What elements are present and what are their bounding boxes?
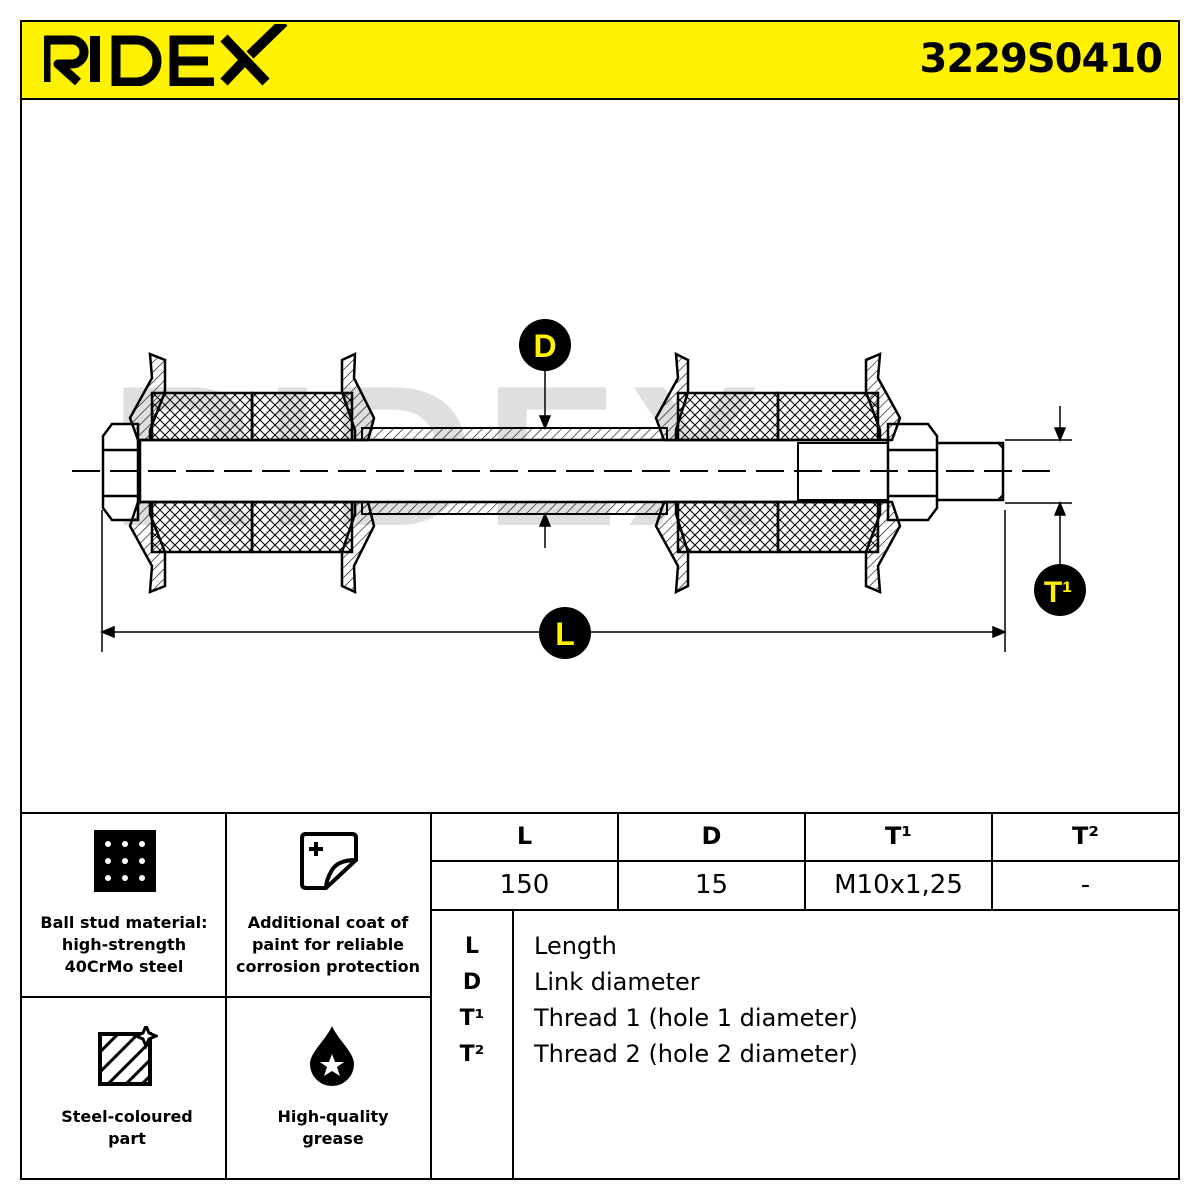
d-dimension xyxy=(538,368,552,548)
legend-text-l: Length xyxy=(534,932,617,960)
spec-header-t2: T² xyxy=(1072,822,1099,850)
legend-text-t2: Thread 2 (hole 2 diameter) xyxy=(534,1040,858,1068)
d-badge-label: D xyxy=(533,328,556,364)
spec-header-d: D xyxy=(701,822,722,850)
rubber-bushings xyxy=(150,391,880,554)
feature-ball-stud-text: Ball stud material: high-strength 40CrMo… xyxy=(40,913,208,976)
spec-header-t1: T¹ xyxy=(885,822,912,850)
feature-steel-coloured-text: Steel-coloured part xyxy=(61,1107,193,1148)
legend-key-l: L xyxy=(464,934,480,959)
legend-key-t2: T² xyxy=(459,1042,485,1067)
part-number: 3229S0410 xyxy=(919,36,1163,82)
cup-washers xyxy=(128,351,902,595)
legend-text-t1: Thread 1 (hole 1 diameter) xyxy=(534,1004,858,1032)
spec-header-l: L xyxy=(516,822,533,850)
legend-key-t1: T¹ xyxy=(459,1006,485,1031)
spec-value-l: 150 xyxy=(499,870,550,900)
grease-drop-icon xyxy=(310,1026,354,1086)
ball-stud-material-icon xyxy=(94,830,156,892)
spec-value-t2: - xyxy=(1080,870,1091,900)
feature-grease-text: High-quality grease xyxy=(277,1107,389,1148)
l-badge xyxy=(539,607,591,659)
t1-dimension xyxy=(1005,406,1072,565)
paint-coat-icon xyxy=(300,832,358,890)
link-diagram: RIDEX xyxy=(72,319,1086,659)
steel-coloured-icon xyxy=(98,1026,158,1086)
spec-value-t1: M10x1,25 xyxy=(834,870,963,900)
sheet-frame xyxy=(20,20,1180,1180)
legend-key-d: D xyxy=(462,970,482,995)
l-badge-label: L xyxy=(555,616,575,652)
t1-badge xyxy=(1034,564,1086,616)
ridex-logo xyxy=(41,18,294,90)
feature-paint-coat-text: Additional coat of paint for reliable co… xyxy=(235,913,421,976)
spec-value-d: 15 xyxy=(694,870,729,900)
t1-badge-label: T¹ xyxy=(1044,576,1072,609)
legend-text-d: Link diameter xyxy=(534,968,700,996)
section-divider xyxy=(20,812,1180,814)
d-badge xyxy=(519,319,571,371)
